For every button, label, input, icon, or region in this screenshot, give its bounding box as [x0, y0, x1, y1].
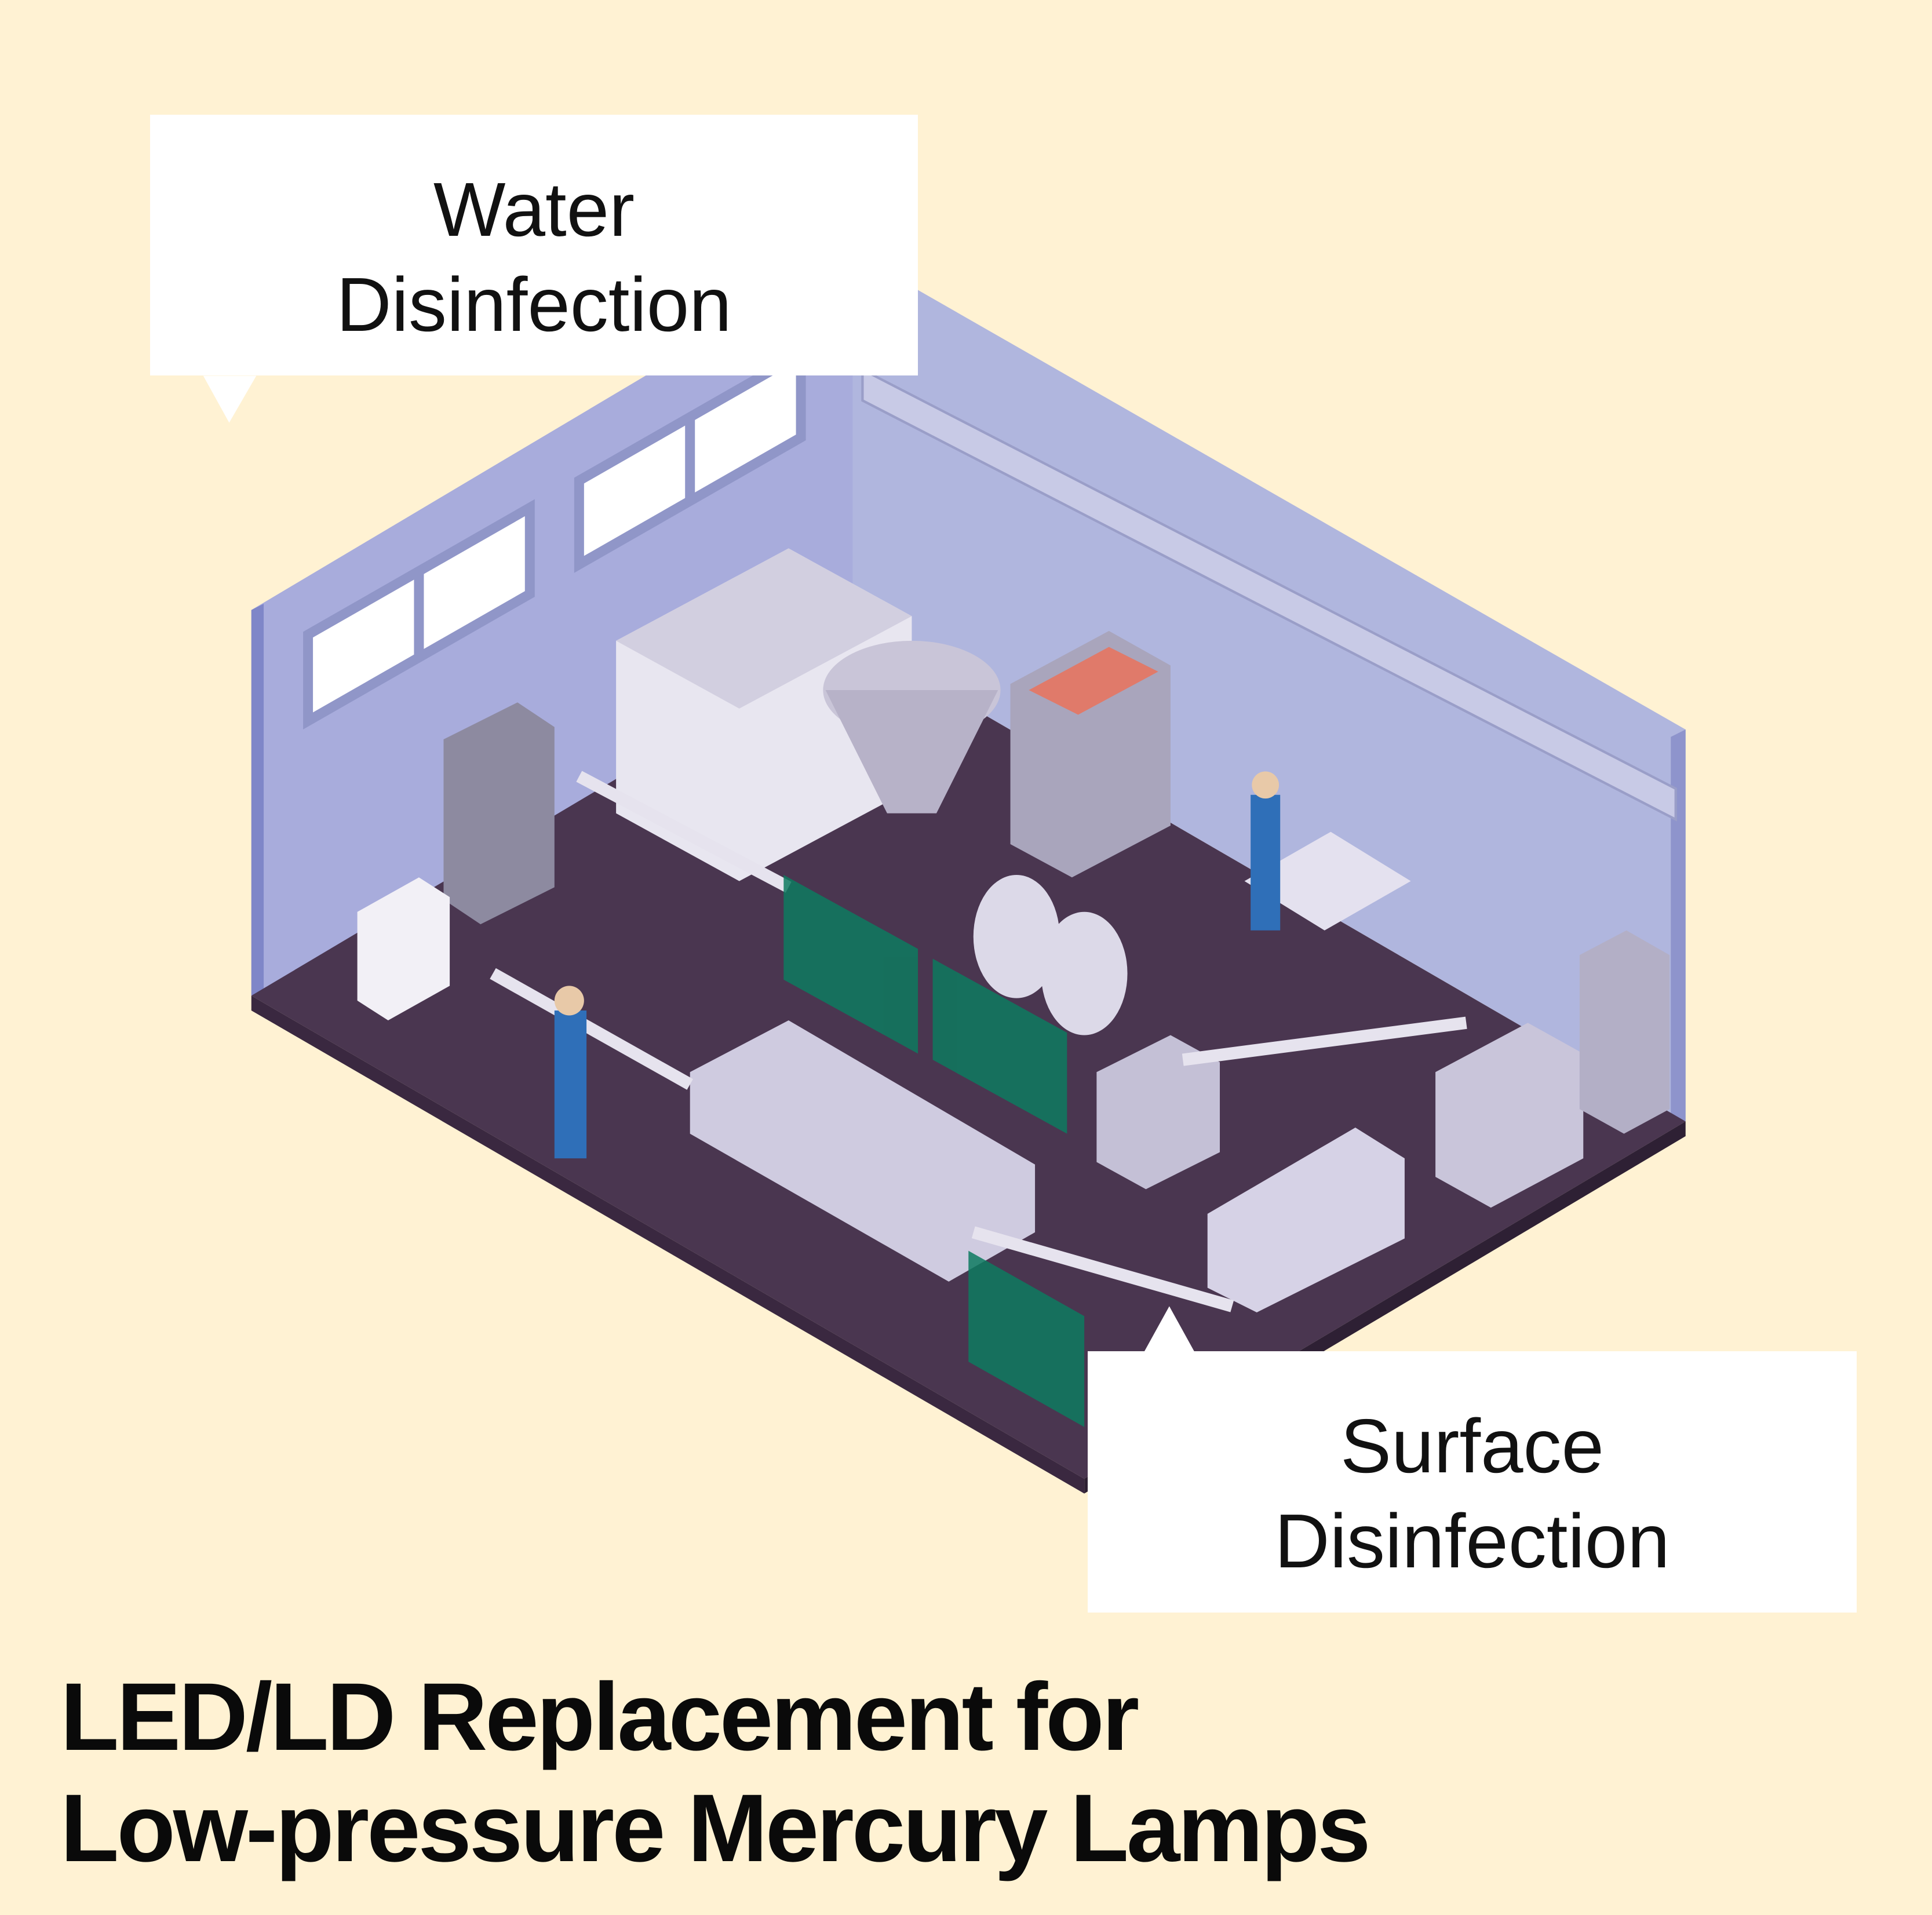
callout-surface-line1: Surface — [1340, 1403, 1604, 1489]
callout-water-disinfection: Water Disinfection — [150, 115, 918, 375]
machines — [357, 548, 1670, 1313]
windows — [303, 345, 806, 729]
title-line2: Low-pressure Mercury Lamps — [60, 1775, 1371, 1882]
callout-surface-line2: Disinfection — [1274, 1498, 1670, 1584]
callout-tail-surface — [1143, 1306, 1195, 1354]
callout-water-line2: Disinfection — [336, 262, 732, 347]
right-wall — [852, 252, 1686, 1122]
title-line1: LED/LD Replacement for — [60, 1664, 1139, 1771]
ceiling-duct — [861, 367, 1677, 822]
callout-water-line1: Water — [433, 167, 635, 252]
conveyors — [490, 771, 1467, 1312]
callout-surface-disinfection: Surface Disinfection — [1088, 1351, 1857, 1613]
floor-edge-left — [251, 995, 1085, 1494]
workers — [554, 771, 1281, 1159]
right-wall-edge — [1671, 729, 1686, 1128]
page-title: LED/LD Replacement for Low-pressure Merc… — [60, 1662, 1371, 1884]
callout-tail-water — [203, 375, 257, 423]
safety-fences — [783, 875, 1085, 1427]
left-wall-edge — [251, 604, 264, 996]
